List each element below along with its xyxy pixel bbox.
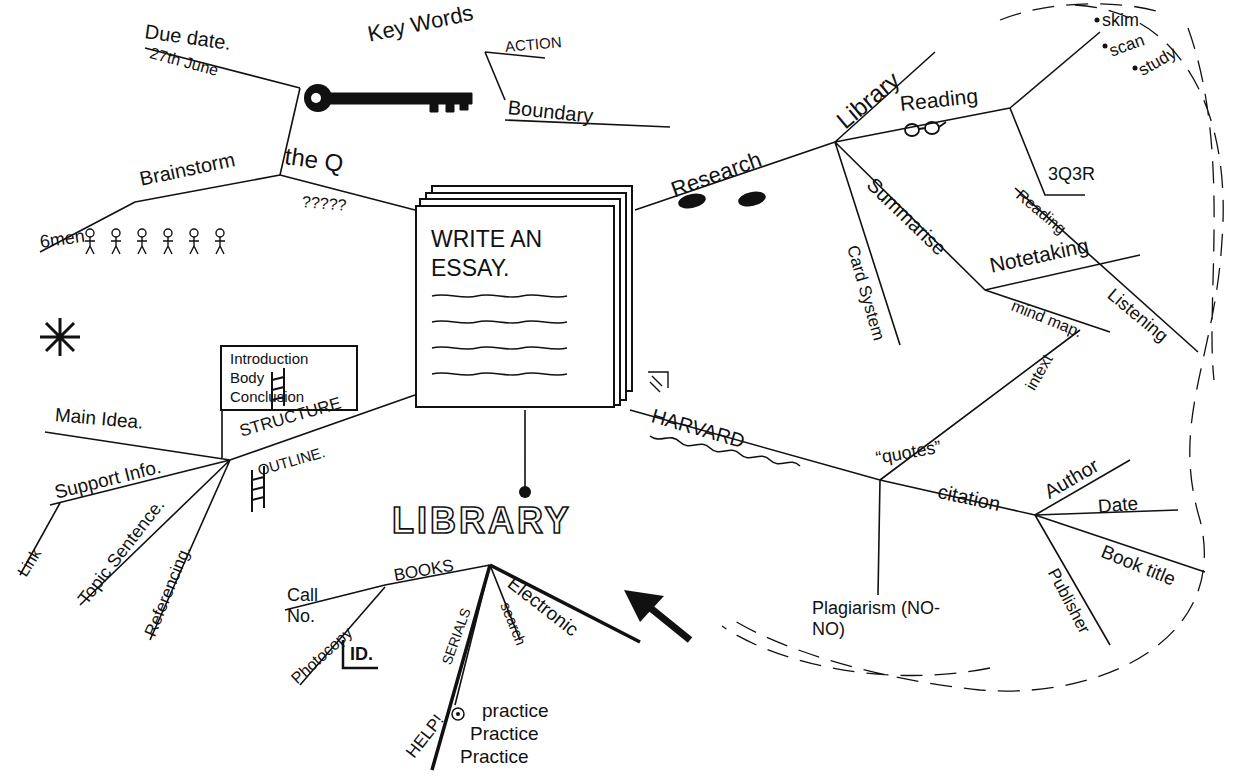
branch-label: Book title bbox=[1098, 541, 1179, 591]
branch-label: Library bbox=[831, 66, 905, 134]
branch-label: Date bbox=[1097, 493, 1139, 518]
stick-figure bbox=[189, 229, 199, 254]
key-hole bbox=[311, 93, 321, 103]
target-symbol bbox=[452, 708, 464, 720]
branch-dot bbox=[519, 486, 531, 498]
branch-label: Reading bbox=[1012, 186, 1069, 238]
node-text: Introduction Body Conclusion bbox=[230, 350, 330, 406]
node-text: WRITE AN ESSAY. bbox=[431, 225, 581, 283]
stick-figure bbox=[85, 229, 95, 254]
branch-label: Listening bbox=[1103, 284, 1172, 346]
branch-label: Summarise bbox=[862, 173, 951, 260]
target-dot bbox=[456, 712, 460, 716]
branch-label: Boundary bbox=[507, 96, 595, 128]
dashed-loop bbox=[722, 4, 1223, 691]
branch-label: OUTLINE. bbox=[256, 443, 327, 479]
branch-label: practice bbox=[482, 700, 549, 722]
branch-label: the Q bbox=[283, 142, 345, 177]
branch-label: mind map. bbox=[1009, 297, 1085, 342]
branch-label: ????? bbox=[301, 193, 347, 215]
key-symbol bbox=[304, 84, 332, 112]
hatch-mark bbox=[648, 372, 668, 392]
book-node: WRITE AN ESSAY. bbox=[415, 205, 615, 408]
branch-label: intext bbox=[1022, 351, 1057, 393]
branch-label: Photocopy bbox=[288, 624, 356, 688]
asterisk-symbol bbox=[40, 318, 80, 356]
branch-label: HARVARD bbox=[649, 404, 748, 453]
branch-label: citation bbox=[936, 480, 1003, 516]
bullet bbox=[1095, 18, 1100, 23]
branch-label: Brainstorm bbox=[138, 148, 237, 191]
thick-branch bbox=[432, 565, 640, 770]
branch-label: BOOKS bbox=[392, 556, 455, 586]
branch-label: Plagiarism (NO-NO) bbox=[812, 598, 962, 639]
text-squiggle bbox=[432, 295, 567, 375]
branch-label: Practice bbox=[470, 723, 539, 745]
branch-label: Main Idea. bbox=[54, 404, 144, 433]
branch-label: Author bbox=[1040, 454, 1103, 503]
stick-figure bbox=[137, 229, 147, 254]
footprint-symbol bbox=[737, 189, 767, 209]
branch-label: skim bbox=[1102, 10, 1139, 31]
branch-label: Call No. bbox=[287, 585, 332, 626]
branch-line bbox=[20, 32, 1205, 705]
branch-label: “quotes” bbox=[874, 437, 943, 469]
branch-label: Link bbox=[14, 545, 45, 580]
branch-label: 3Q3R bbox=[1048, 164, 1095, 185]
arrow-head bbox=[624, 590, 664, 622]
glasses-symbol bbox=[905, 122, 946, 136]
branch-label: Topic Sentence. bbox=[74, 495, 169, 609]
branch-label: ACTION bbox=[504, 33, 562, 55]
branch-label: Support Info. bbox=[52, 456, 163, 504]
branch-label: Practice bbox=[460, 746, 529, 768]
branch-label: Notetaking bbox=[987, 233, 1090, 277]
branch-label: Card System bbox=[843, 243, 889, 343]
stick-figure bbox=[215, 229, 225, 254]
book-cover bbox=[415, 205, 615, 408]
branch-label: Reading bbox=[899, 84, 979, 116]
library-heading: LIBRARY bbox=[392, 500, 572, 541]
branch-label: 6men bbox=[39, 226, 86, 253]
key-shaft bbox=[330, 93, 472, 112]
stick-figure bbox=[163, 229, 173, 254]
branch-label: ID. bbox=[350, 644, 373, 665]
branch-label: Referencing. bbox=[141, 543, 195, 640]
arrow-shaft bbox=[648, 606, 690, 640]
branch-label: Publisher bbox=[1043, 565, 1094, 637]
branch-label: scan bbox=[1107, 30, 1147, 61]
stick-figure bbox=[111, 229, 121, 254]
branch-label: Key Words bbox=[365, 0, 475, 47]
